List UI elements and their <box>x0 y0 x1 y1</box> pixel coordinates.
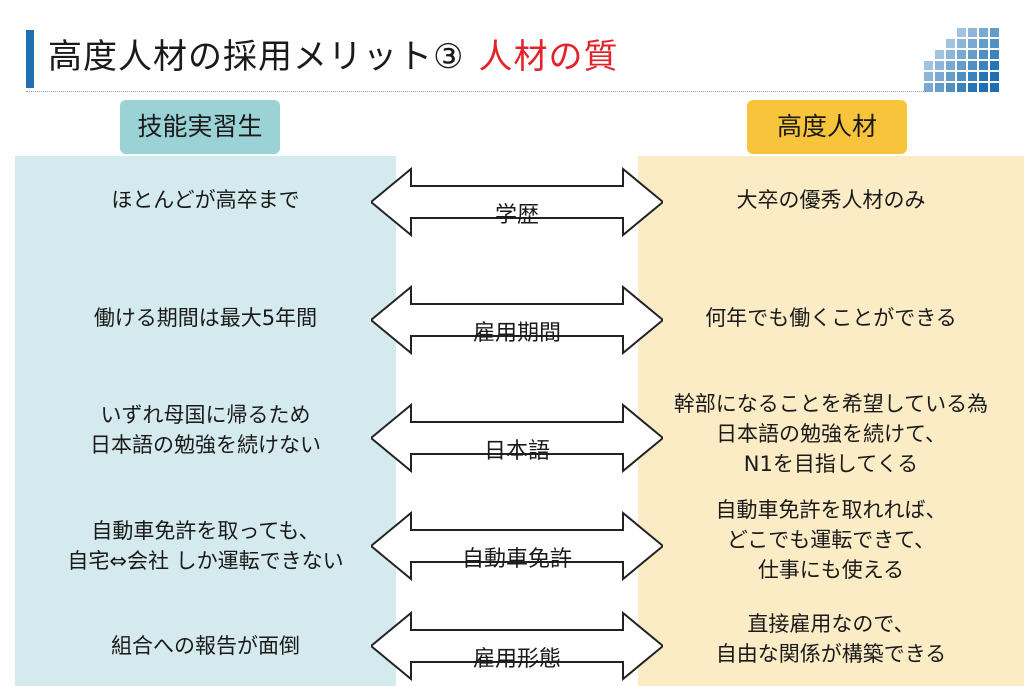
row-2-left-cell: いずれ母国に帰るため 日本語の勉強を続けない <box>15 390 396 470</box>
row-3-left-cell: 自動車免許を取っても、 自宅⇔会社 しか運転できない <box>15 506 396 586</box>
grid-square <box>946 83 955 92</box>
grid-square <box>946 39 955 48</box>
grid-square <box>935 61 944 70</box>
row-0-right-cell: 大卒の優秀人材のみ <box>638 170 1024 230</box>
left-column-background <box>15 156 396 686</box>
grid-square <box>957 39 966 48</box>
grid-square <box>979 83 988 92</box>
row-2-right-line: 日本語の勉強を続けて、 <box>716 422 946 446</box>
grid-square <box>924 83 933 92</box>
row-3-comparison-arrow: 自動車免許 <box>371 506 663 586</box>
row-1-left-cell: 働ける期間は最大5年間 <box>15 288 396 348</box>
row-4-right-line: 直接雇用なので、 <box>747 612 915 636</box>
grid-square <box>957 72 966 81</box>
grid-square <box>946 61 955 70</box>
row-1-left-line: 働ける期間は最大5年間 <box>93 306 318 330</box>
row-1-right-cell: 何年でも働くことができる <box>638 288 1024 348</box>
page-title: 高度人材の採用メリット③ 人材の質 <box>48 26 618 88</box>
right-column-header: 高度人材 <box>747 100 907 154</box>
row-0-label: 学歴 <box>494 203 539 228</box>
grid-square <box>968 28 977 37</box>
grid-square <box>946 50 955 59</box>
row-2-label: 日本語 <box>483 439 550 464</box>
row-4-comparison-arrow: 雇用形態 <box>371 606 663 686</box>
row-0-right-line: 大卒の優秀人材のみ <box>736 188 926 212</box>
grid-square <box>968 72 977 81</box>
row-2-right-cell: 幹部になることを希望している為 日本語の勉強を続けて、 N1を目指してくる <box>638 386 1024 482</box>
grid-square <box>968 50 977 59</box>
grid-square <box>990 61 999 70</box>
grid-square <box>968 61 977 70</box>
grid-square <box>935 72 944 81</box>
title-accent: 人材の質 <box>478 37 619 77</box>
row-0-comparison-arrow: 学歴 <box>371 162 663 242</box>
grid-square <box>990 28 999 37</box>
double-arrow-icon <box>371 610 663 682</box>
row-1-comparison-arrow: 雇用期間 <box>371 280 663 360</box>
title-accent-bar <box>26 30 34 88</box>
right-column-background <box>638 156 1024 686</box>
left-column-header: 技能実習生 <box>120 100 280 154</box>
double-arrow-icon <box>371 284 663 356</box>
grid-square <box>946 72 955 81</box>
grid-square <box>990 72 999 81</box>
title-divider <box>26 91 926 92</box>
grid-square <box>979 28 988 37</box>
double-arrow-icon <box>371 166 663 238</box>
row-4-label: 雇用形態 <box>472 647 561 672</box>
row-4-right-cell: 直接雇用なので、 自由な関係が構築できる <box>638 604 1024 674</box>
grid-square <box>968 39 977 48</box>
row-3-right-cell: 自動車免許を取れれば、 どこでも運転できて、 仕事にも使える <box>638 492 1024 588</box>
grid-square <box>957 83 966 92</box>
grid-square <box>979 61 988 70</box>
title-main: 高度人材の採用メリット③ <box>48 37 465 77</box>
row-2-left-line: 日本語の勉強を続けない <box>90 433 321 457</box>
row-4-left-line: 組合への報告が面倒 <box>111 634 300 658</box>
grid-square <box>968 83 977 92</box>
grid-square <box>935 83 944 92</box>
row-0-left-line: ほとんどが高卒まで <box>111 188 300 212</box>
grid-square <box>935 50 944 59</box>
row-3-left-line: 自宅⇔会社 しか運転できない <box>67 549 344 573</box>
double-arrow-icon <box>371 510 663 582</box>
row-4-left-cell: 組合への報告が面倒 <box>15 616 396 676</box>
row-1-right-line: 何年でも働くことができる <box>705 306 957 330</box>
grid-square <box>990 39 999 48</box>
square-grid-decoration-icon <box>924 28 1004 94</box>
grid-square <box>924 72 933 81</box>
row-3-label: 自動車免許 <box>461 547 572 572</box>
grid-square <box>979 50 988 59</box>
grid-square <box>990 83 999 92</box>
row-2-right-line: 幹部になることを希望している為 <box>673 392 989 416</box>
row-3-right-line: 仕事にも使える <box>757 558 905 582</box>
grid-square <box>979 72 988 81</box>
grid-square <box>957 28 966 37</box>
grid-square <box>957 50 966 59</box>
grid-square <box>990 50 999 59</box>
double-arrow-icon <box>371 402 663 474</box>
row-4-right-line: 自由な関係が構築できる <box>715 642 947 666</box>
grid-square <box>957 61 966 70</box>
row-3-right-line: どこでも運転できて、 <box>726 528 936 552</box>
grid-square <box>924 61 933 70</box>
row-2-left-line: いずれ母国に帰るため <box>100 403 311 427</box>
grid-square <box>979 39 988 48</box>
row-2-right-line: N1を目指してくる <box>743 452 919 476</box>
row-3-left-line: 自動車免許を取っても、 <box>91 519 320 543</box>
row-1-label: 雇用期間 <box>472 321 561 346</box>
row-2-comparison-arrow: 日本語 <box>371 398 663 478</box>
row-0-left-cell: ほとんどが高卒まで <box>15 170 396 230</box>
row-3-right-line: 自動車免許を取れれば、 <box>715 498 947 522</box>
